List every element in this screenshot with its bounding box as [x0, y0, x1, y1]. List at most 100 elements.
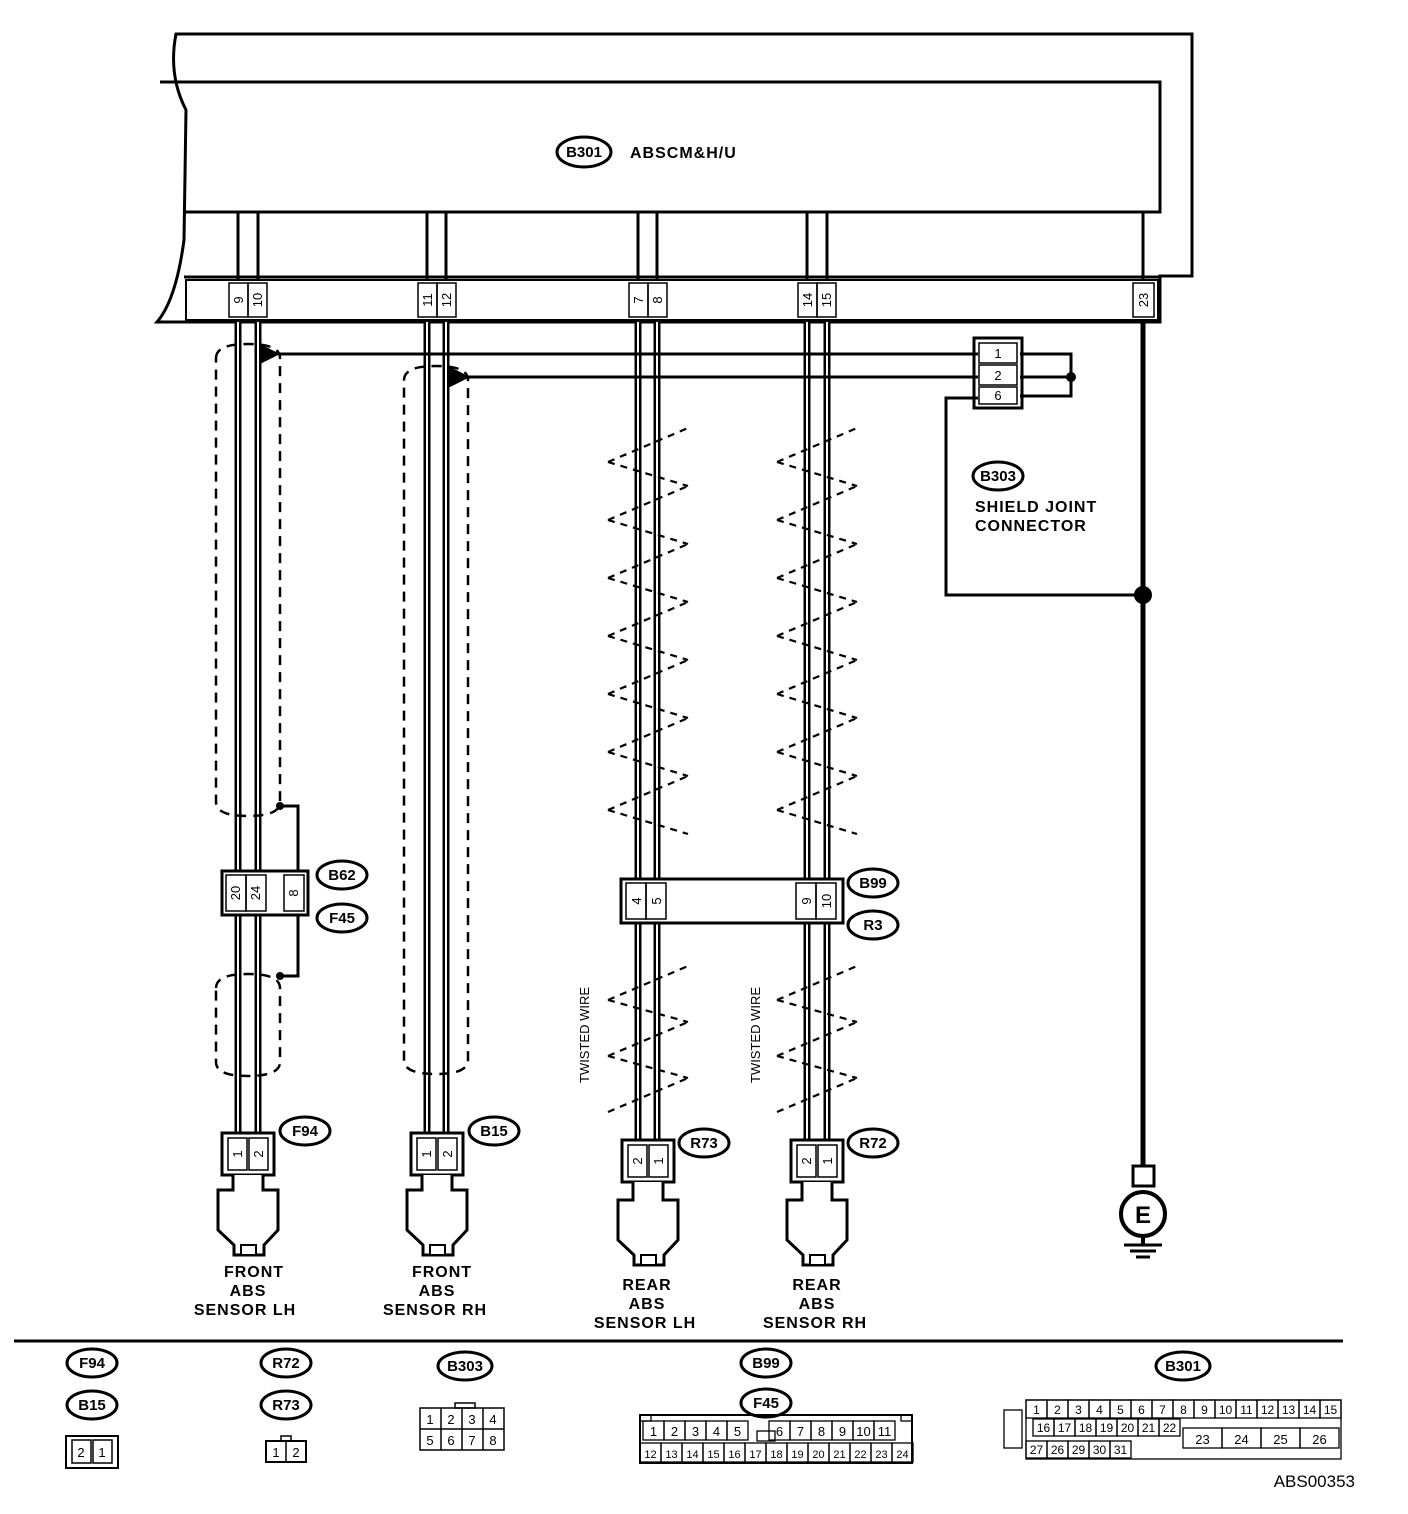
sensor-label: ABS [629, 1296, 666, 1313]
legend-cell: 4 [489, 1412, 496, 1427]
connector-pin: 10 [819, 894, 834, 908]
legend-cell-box [1109, 1440, 1132, 1459]
legend-cell-box [900, 1414, 913, 1422]
sensor-label: SENSOR RH [763, 1315, 867, 1332]
legend-cell: 1 [426, 1412, 433, 1427]
sensor-body [785, 1182, 849, 1267]
sensor-code: F94 [292, 1123, 319, 1140]
legend-cell: 18 [770, 1449, 782, 1461]
legend-cell: 30 [1093, 1443, 1107, 1457]
connector-pin: 4 [629, 897, 644, 904]
module-pin: 9 [231, 296, 246, 303]
legend-cell: 6 [776, 1424, 783, 1439]
legend-cell: 6 [1138, 1403, 1145, 1417]
legend-cell: 10 [1219, 1403, 1233, 1417]
module-pin: 10 [250, 293, 265, 307]
shield-splice-dot [276, 972, 284, 980]
legend-cell: 2 [1054, 1403, 1061, 1417]
connector-code: B62 [328, 867, 356, 884]
sensor-pin: 2 [251, 1150, 266, 1157]
legend-cell: 16 [728, 1449, 740, 1461]
legend-cell: 2 [447, 1412, 454, 1427]
legend-cell: 8 [1180, 1403, 1187, 1417]
shield-drain-wires [259, 320, 1146, 1166]
legend-cell: 2 [671, 1424, 678, 1439]
legend-cell-box [873, 1420, 896, 1441]
module-pin-cells: 9 10 11 12 7 8 14 15 23 [228, 282, 1155, 318]
legend-cell: 26 [1051, 1443, 1065, 1457]
legend-code: F94 [79, 1355, 106, 1372]
connector-code: B99 [859, 875, 887, 892]
legend-cell: 17 [749, 1449, 761, 1461]
module-pin: 8 [650, 296, 665, 303]
legend-cell: 1 [650, 1424, 657, 1439]
legend-code: B15 [78, 1397, 106, 1414]
sensor-label: ABS [230, 1283, 267, 1300]
legend-cell: 16 [1037, 1421, 1051, 1435]
legend-cell: 21 [1142, 1421, 1156, 1435]
legend-cell: 24 [1234, 1432, 1248, 1447]
front-abs-sensor-lh: 1 2 F94 FRONT ABS SENSOR LH [194, 1115, 332, 1319]
ground-symbol: E [1119, 1164, 1167, 1259]
shield-splice-dot [276, 802, 284, 810]
module-internal-wires [236, 212, 1145, 280]
ground-splice-dot [1134, 586, 1152, 604]
connector-code: R3 [863, 917, 882, 934]
legend-cell: 20 [1121, 1421, 1135, 1435]
sensor-body [405, 1175, 469, 1257]
connector-pin: 9 [799, 897, 814, 904]
legend-cell: 14 [686, 1449, 698, 1461]
ground-label: E [1135, 1202, 1151, 1229]
legend-cell: 2 [77, 1445, 84, 1460]
shield-joint-code: B303 [980, 468, 1016, 485]
front-abs-sensor-rh: 1 2 B15 FRONT ABS SENSOR RH [383, 1115, 521, 1319]
sensor-code: R73 [690, 1135, 718, 1152]
rear-abs-sensor-rh: 2 1 R72 REAR ABS SENSOR RH [763, 1127, 900, 1332]
sensor-label: SENSOR LH [194, 1302, 296, 1319]
legend-cell: 19 [1100, 1421, 1114, 1435]
sensor-label: FRONT [224, 1264, 284, 1281]
legend-cell-box [756, 1430, 776, 1442]
sensor-pin: 2 [440, 1150, 455, 1157]
legend-cell: 23 [1195, 1432, 1209, 1447]
legend-cell: 8 [489, 1433, 496, 1448]
shield-outlines [214, 342, 470, 1078]
legend-cell: 3 [1075, 1403, 1082, 1417]
shield-joint-label: CONNECTOR [975, 518, 1087, 535]
sensor-body [616, 1182, 680, 1267]
legend-cell: 26 [1312, 1432, 1326, 1447]
sensor-code: B15 [480, 1123, 508, 1140]
connector-b99-r3: 4 5 9 10 B99 R3 [619, 867, 900, 941]
legend-cell: 5 [1117, 1403, 1124, 1417]
rear-abs-sensor-lh: 2 1 R73 REAR ABS SENSOR LH [594, 1127, 731, 1332]
legend-cell: 22 [1163, 1421, 1177, 1435]
legend-cell: 17 [1058, 1421, 1072, 1435]
sensor-label: SENSOR LH [594, 1315, 696, 1332]
sensor-label: REAR [622, 1277, 671, 1294]
connector-pin: 8 [286, 889, 301, 896]
sensor-pin: 2 [799, 1157, 814, 1164]
legend-cell: 15 [707, 1449, 719, 1461]
legend-cell: 10 [856, 1424, 870, 1439]
legend-cell: 1 [272, 1445, 279, 1460]
legend-cell-box [1299, 1427, 1340, 1449]
sensor-label: FRONT [412, 1264, 472, 1281]
sensor-pin: 2 [630, 1157, 645, 1164]
legend-cell: 24 [896, 1449, 908, 1461]
wire-center-stripes [237, 322, 828, 1141]
legend-cell: 14 [1303, 1403, 1317, 1417]
module-pin-strip [185, 279, 1159, 321]
shield-joint-pin: 2 [994, 368, 1001, 383]
shield-joint-label: SHIELD JOINT [975, 499, 1097, 516]
connector-pin: 20 [228, 886, 243, 900]
legend-cell: 5 [426, 1433, 433, 1448]
twisted-wire-marks [607, 426, 858, 1114]
connector-code: F45 [329, 910, 355, 927]
legend-cell: 6 [447, 1433, 454, 1448]
connector-pin: 24 [248, 886, 263, 900]
legend-code: R72 [272, 1355, 300, 1372]
legend-cell-box [891, 1442, 914, 1463]
